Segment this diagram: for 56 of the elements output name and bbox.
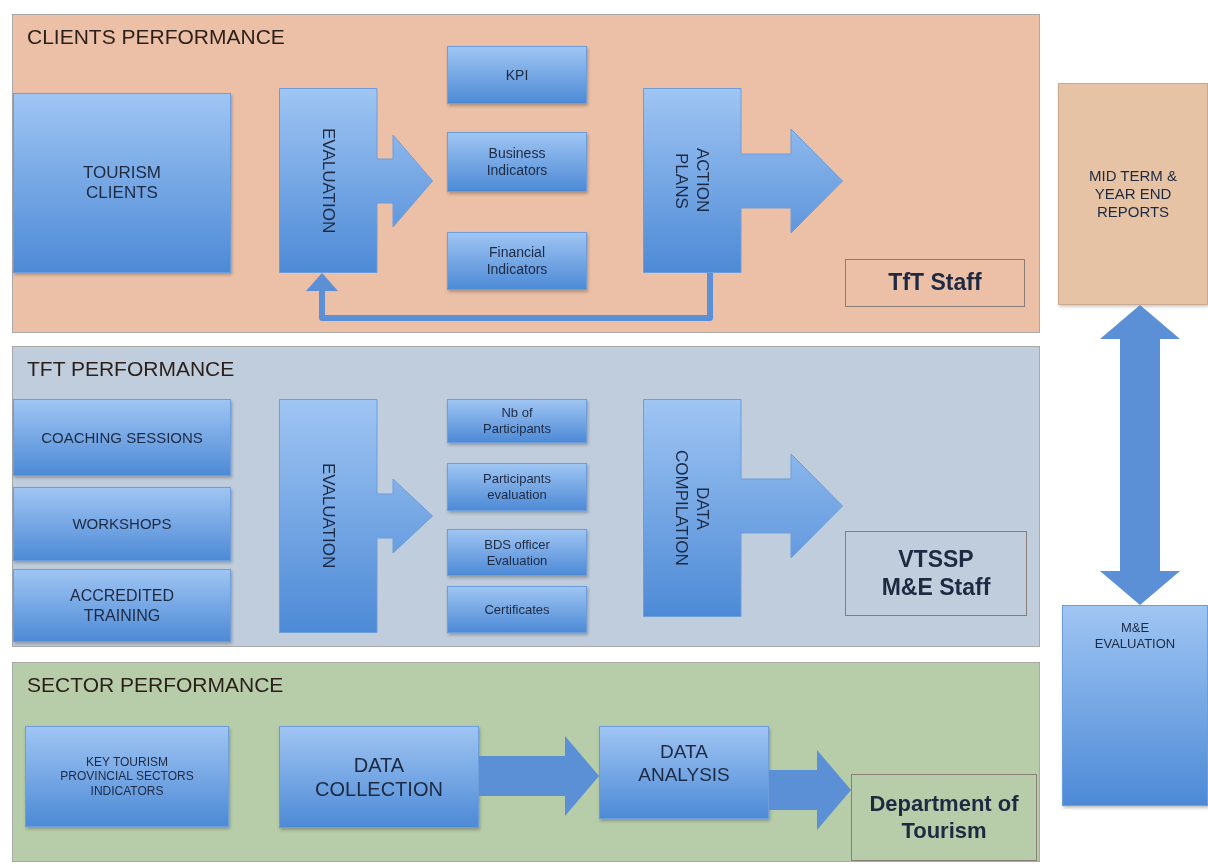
box-label: Certificates xyxy=(483,600,551,619)
process-box xyxy=(447,46,587,104)
performance-band xyxy=(12,662,1040,862)
box-label: KEY TOURISM PROVINCIAL SECTORS INDICATORS xyxy=(59,753,195,800)
box-label: MID TERM & YEAR END REPORTS xyxy=(1087,166,1179,222)
staff-box xyxy=(851,774,1037,861)
box-label: Financial Indicators xyxy=(485,243,549,279)
block-arrow xyxy=(769,750,851,830)
box-label: M&E EVALUATION xyxy=(1093,620,1177,653)
arrow-callout-box xyxy=(279,399,433,633)
box-label: TfT Staff xyxy=(887,268,983,298)
box-label: DATA COLLECTION xyxy=(314,753,444,802)
staff-box xyxy=(845,531,1027,616)
staff-box xyxy=(845,259,1025,307)
vertical-label: ACTION PLANS xyxy=(671,147,714,215)
process-box xyxy=(25,726,229,827)
arrow-callout-box xyxy=(643,399,843,617)
band-heading: CLIENTS PERFORMANCE xyxy=(27,25,285,49)
performance-band xyxy=(12,346,1040,647)
band-heading: SECTOR PERFORMANCE xyxy=(27,673,284,697)
box-label: TOURISM CLIENTS xyxy=(81,161,163,204)
process-box xyxy=(447,399,587,443)
vertical-label: EVALUATION xyxy=(317,462,339,571)
box-label: Department of Tourism xyxy=(868,790,1020,845)
box-label: COACHING SESSIONS xyxy=(40,427,204,448)
process-box xyxy=(279,726,479,828)
process-box xyxy=(447,463,587,511)
box-label: WORKSHOPS xyxy=(71,514,173,534)
block-arrow xyxy=(1100,305,1180,605)
arrow-callout-box xyxy=(279,88,433,273)
process-box xyxy=(1062,605,1208,806)
process-box xyxy=(447,529,587,576)
arrow-callout-box xyxy=(643,88,843,273)
box-label: VTSSP M&E Staff xyxy=(880,544,992,602)
vertical-label: EVALUATION xyxy=(317,126,339,236)
process-box xyxy=(447,586,587,633)
process-box xyxy=(13,399,231,476)
process-box xyxy=(599,726,769,819)
process-box xyxy=(13,93,231,273)
box-label: Business Indicators xyxy=(485,144,549,180)
process-box xyxy=(447,132,587,192)
report-box xyxy=(1058,83,1208,305)
band-heading: TFT PERFORMANCE xyxy=(27,357,235,381)
arrow xyxy=(306,273,713,321)
box-label: BDS officer Evaluation xyxy=(483,535,551,570)
box-label: ACCREDITED TRAINING xyxy=(69,586,175,626)
process-box xyxy=(13,569,231,642)
box-label: DATA ANALYSIS xyxy=(637,741,731,787)
process-box xyxy=(447,232,587,290)
block-arrow xyxy=(479,736,599,816)
box-label: KPI xyxy=(504,65,530,85)
vertical-label: DATA COMPILATION xyxy=(671,449,714,568)
performance-band xyxy=(12,14,1040,333)
box-label: Nb of Participants xyxy=(482,404,552,438)
process-box xyxy=(13,487,231,561)
box-label: Participants evaluation xyxy=(482,470,552,504)
